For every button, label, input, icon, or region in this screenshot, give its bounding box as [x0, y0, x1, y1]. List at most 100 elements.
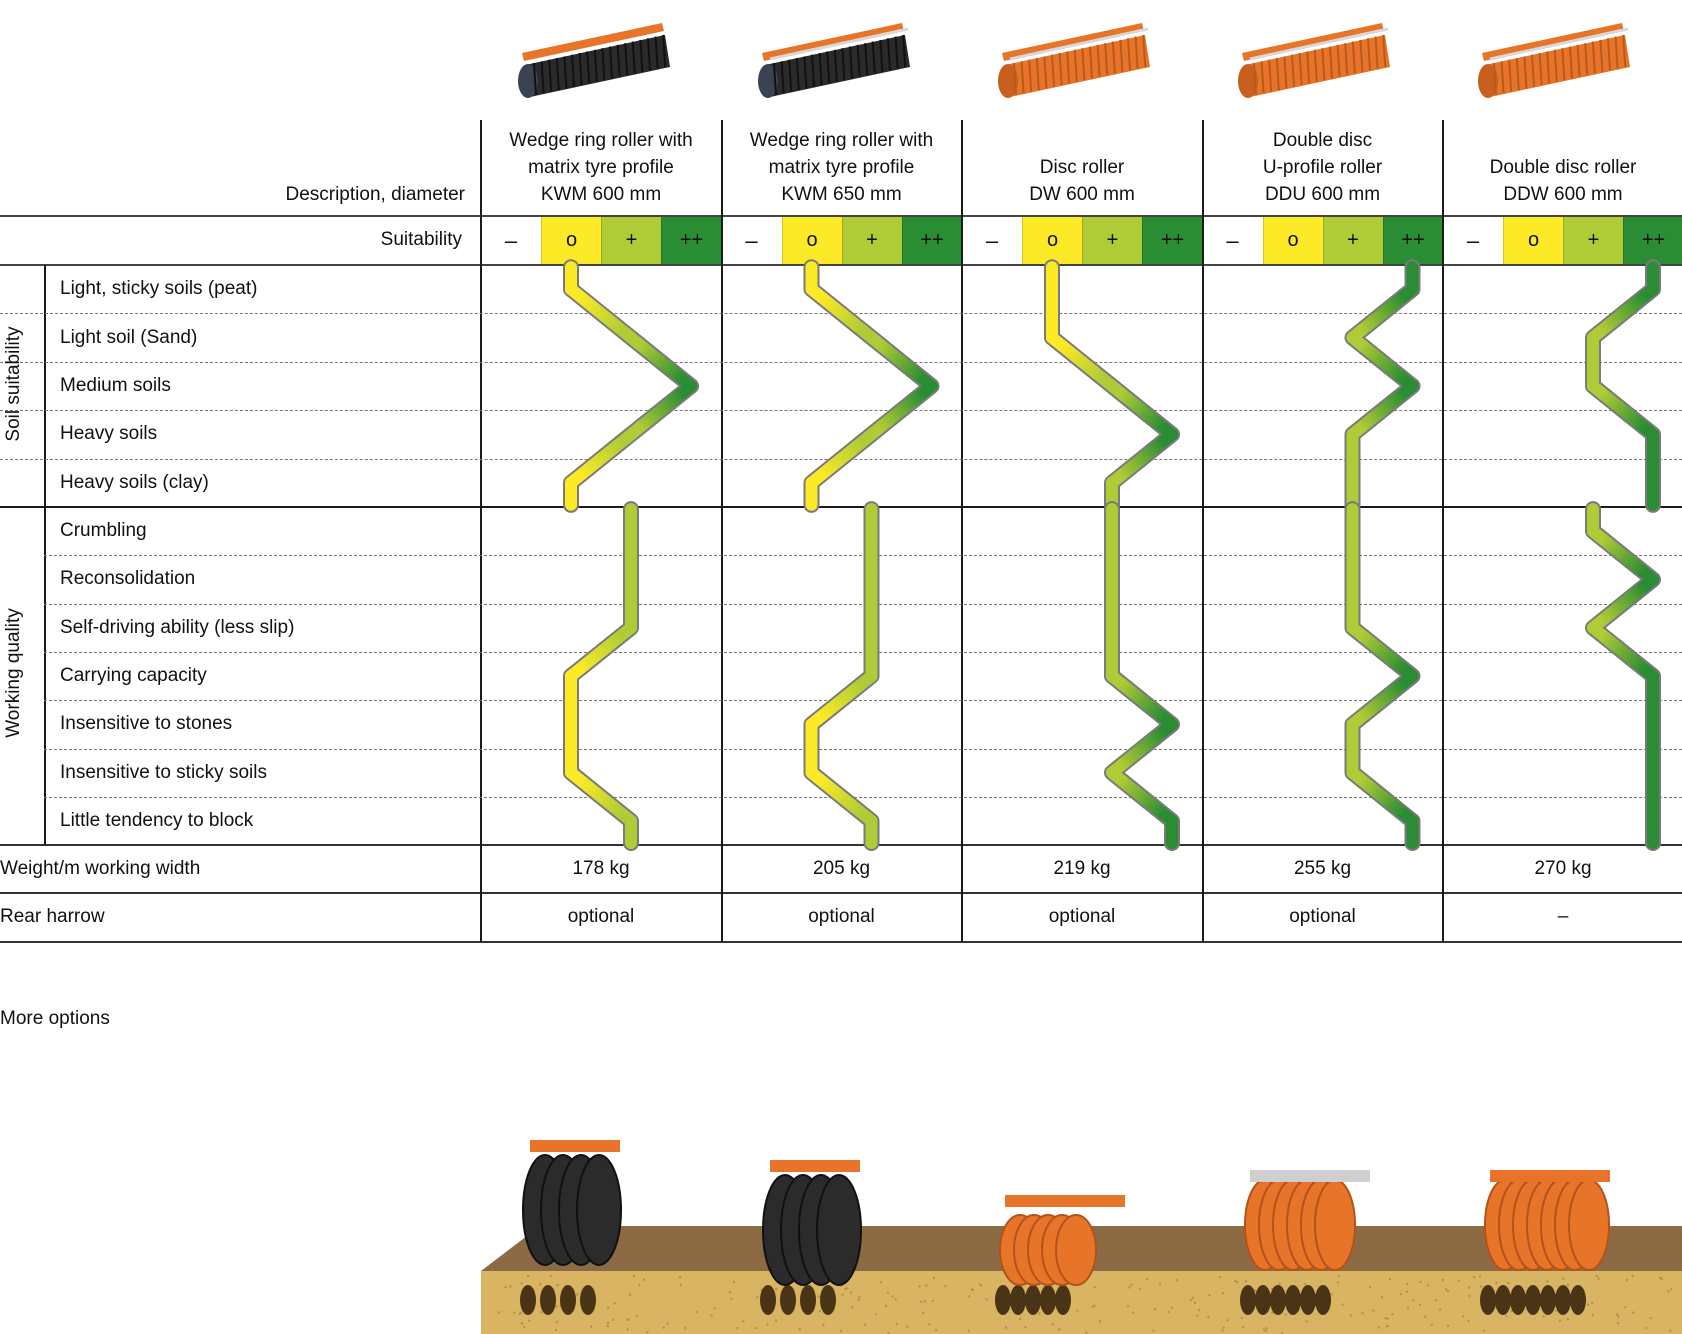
soil-grain [576, 1293, 578, 1295]
furrow [800, 1285, 816, 1315]
soil-grain [1431, 1324, 1433, 1326]
soil-grain [1222, 1292, 1224, 1294]
soil-grain [933, 1277, 935, 1279]
soil-grain [1128, 1286, 1130, 1288]
soil-grain [875, 1313, 877, 1315]
soil-grain [896, 1323, 898, 1325]
soil-grain [1024, 1326, 1026, 1328]
furrow [580, 1285, 596, 1315]
soil-grain [555, 1329, 557, 1331]
soil-grain [864, 1323, 866, 1325]
furrow [1540, 1285, 1556, 1315]
soil-grain [627, 1318, 629, 1320]
soil-grain [1387, 1318, 1389, 1320]
soil-grain [695, 1311, 697, 1313]
soil-grain [798, 1328, 800, 1330]
soil-grain [1361, 1312, 1363, 1314]
soil-grain [756, 1296, 758, 1298]
soil-grain [1495, 1281, 1497, 1283]
soil-grain [521, 1322, 523, 1324]
soil-grain [555, 1305, 557, 1307]
soil-grain [1338, 1275, 1340, 1277]
soil-grain [1419, 1304, 1421, 1306]
roller-frame [1005, 1195, 1125, 1207]
furrow [1040, 1285, 1056, 1315]
soil-grain [920, 1301, 922, 1303]
soil-grain [894, 1298, 896, 1300]
soil-grain [1168, 1311, 1170, 1313]
soil-grain [1447, 1290, 1449, 1292]
soil-grain [1391, 1313, 1393, 1315]
soil-grain [1038, 1312, 1040, 1314]
soil-grain [1076, 1309, 1078, 1311]
soil-grain [925, 1284, 927, 1286]
furrow [1555, 1285, 1571, 1315]
soil-grain [1447, 1325, 1449, 1327]
soil-grain [539, 1283, 541, 1285]
soil-grain [1592, 1314, 1594, 1316]
soil-grain [520, 1282, 522, 1284]
soil-grain [1058, 1328, 1060, 1330]
soil-grain [1384, 1317, 1386, 1319]
furrow [1480, 1285, 1496, 1315]
soil-grain [613, 1302, 615, 1304]
soil-grain [922, 1311, 924, 1313]
roller-ring [1056, 1215, 1096, 1285]
soil-grain [775, 1288, 777, 1290]
soil-grain [1005, 1326, 1007, 1328]
soil-grain [663, 1326, 665, 1328]
soil-grain [527, 1275, 529, 1277]
soil-grain [1419, 1281, 1421, 1283]
soil-grain [1458, 1279, 1460, 1281]
soil-grain [822, 1324, 824, 1326]
soil-grain [730, 1297, 732, 1299]
soil-grain [1624, 1306, 1626, 1308]
soil-grain [944, 1285, 946, 1287]
soil-grain [1387, 1325, 1389, 1327]
soil-grain [1341, 1303, 1343, 1305]
soil-grain [667, 1322, 669, 1324]
roller-frame [530, 1140, 620, 1152]
soil-grain [887, 1292, 889, 1294]
furrow [1025, 1285, 1041, 1315]
soil-grain [1226, 1319, 1228, 1321]
soil-grain [1424, 1316, 1426, 1318]
soil-grain [1051, 1323, 1053, 1325]
furrow [780, 1285, 796, 1315]
furrow [995, 1285, 1011, 1315]
furrow [1315, 1285, 1331, 1315]
soil-grain [1154, 1308, 1156, 1310]
soil-grain [1567, 1284, 1569, 1286]
furrow [1010, 1285, 1026, 1315]
soil-grain [918, 1285, 920, 1287]
soil-grain [1400, 1293, 1402, 1295]
soil-grain [714, 1307, 716, 1309]
soil-grain [1434, 1299, 1436, 1301]
furrow [1525, 1285, 1541, 1315]
soil-grain [1278, 1283, 1280, 1285]
soil-grain [1192, 1297, 1194, 1299]
soil-grain [1219, 1276, 1221, 1278]
soil-grain [1546, 1280, 1548, 1282]
soil-grain [1667, 1290, 1669, 1292]
furrow [1240, 1285, 1256, 1315]
soil-grain [1198, 1309, 1200, 1311]
soil-grain [844, 1288, 846, 1290]
soil-grain [1559, 1320, 1561, 1322]
soil-grain [684, 1327, 686, 1329]
furrow [1285, 1285, 1301, 1315]
soil-grain [1507, 1282, 1509, 1284]
soil-grain [1468, 1286, 1470, 1288]
soil-grain [1406, 1283, 1408, 1285]
soil-grain [968, 1330, 970, 1332]
furrow [1570, 1285, 1586, 1315]
soil-grain [1304, 1283, 1306, 1285]
furrow [1270, 1285, 1286, 1315]
soil-grain [1467, 1320, 1469, 1322]
soil-grain [679, 1284, 681, 1286]
soil-grain [1223, 1327, 1225, 1329]
soil-grain [857, 1299, 859, 1301]
soil-grain [607, 1306, 609, 1308]
soil-grain [1245, 1280, 1247, 1282]
